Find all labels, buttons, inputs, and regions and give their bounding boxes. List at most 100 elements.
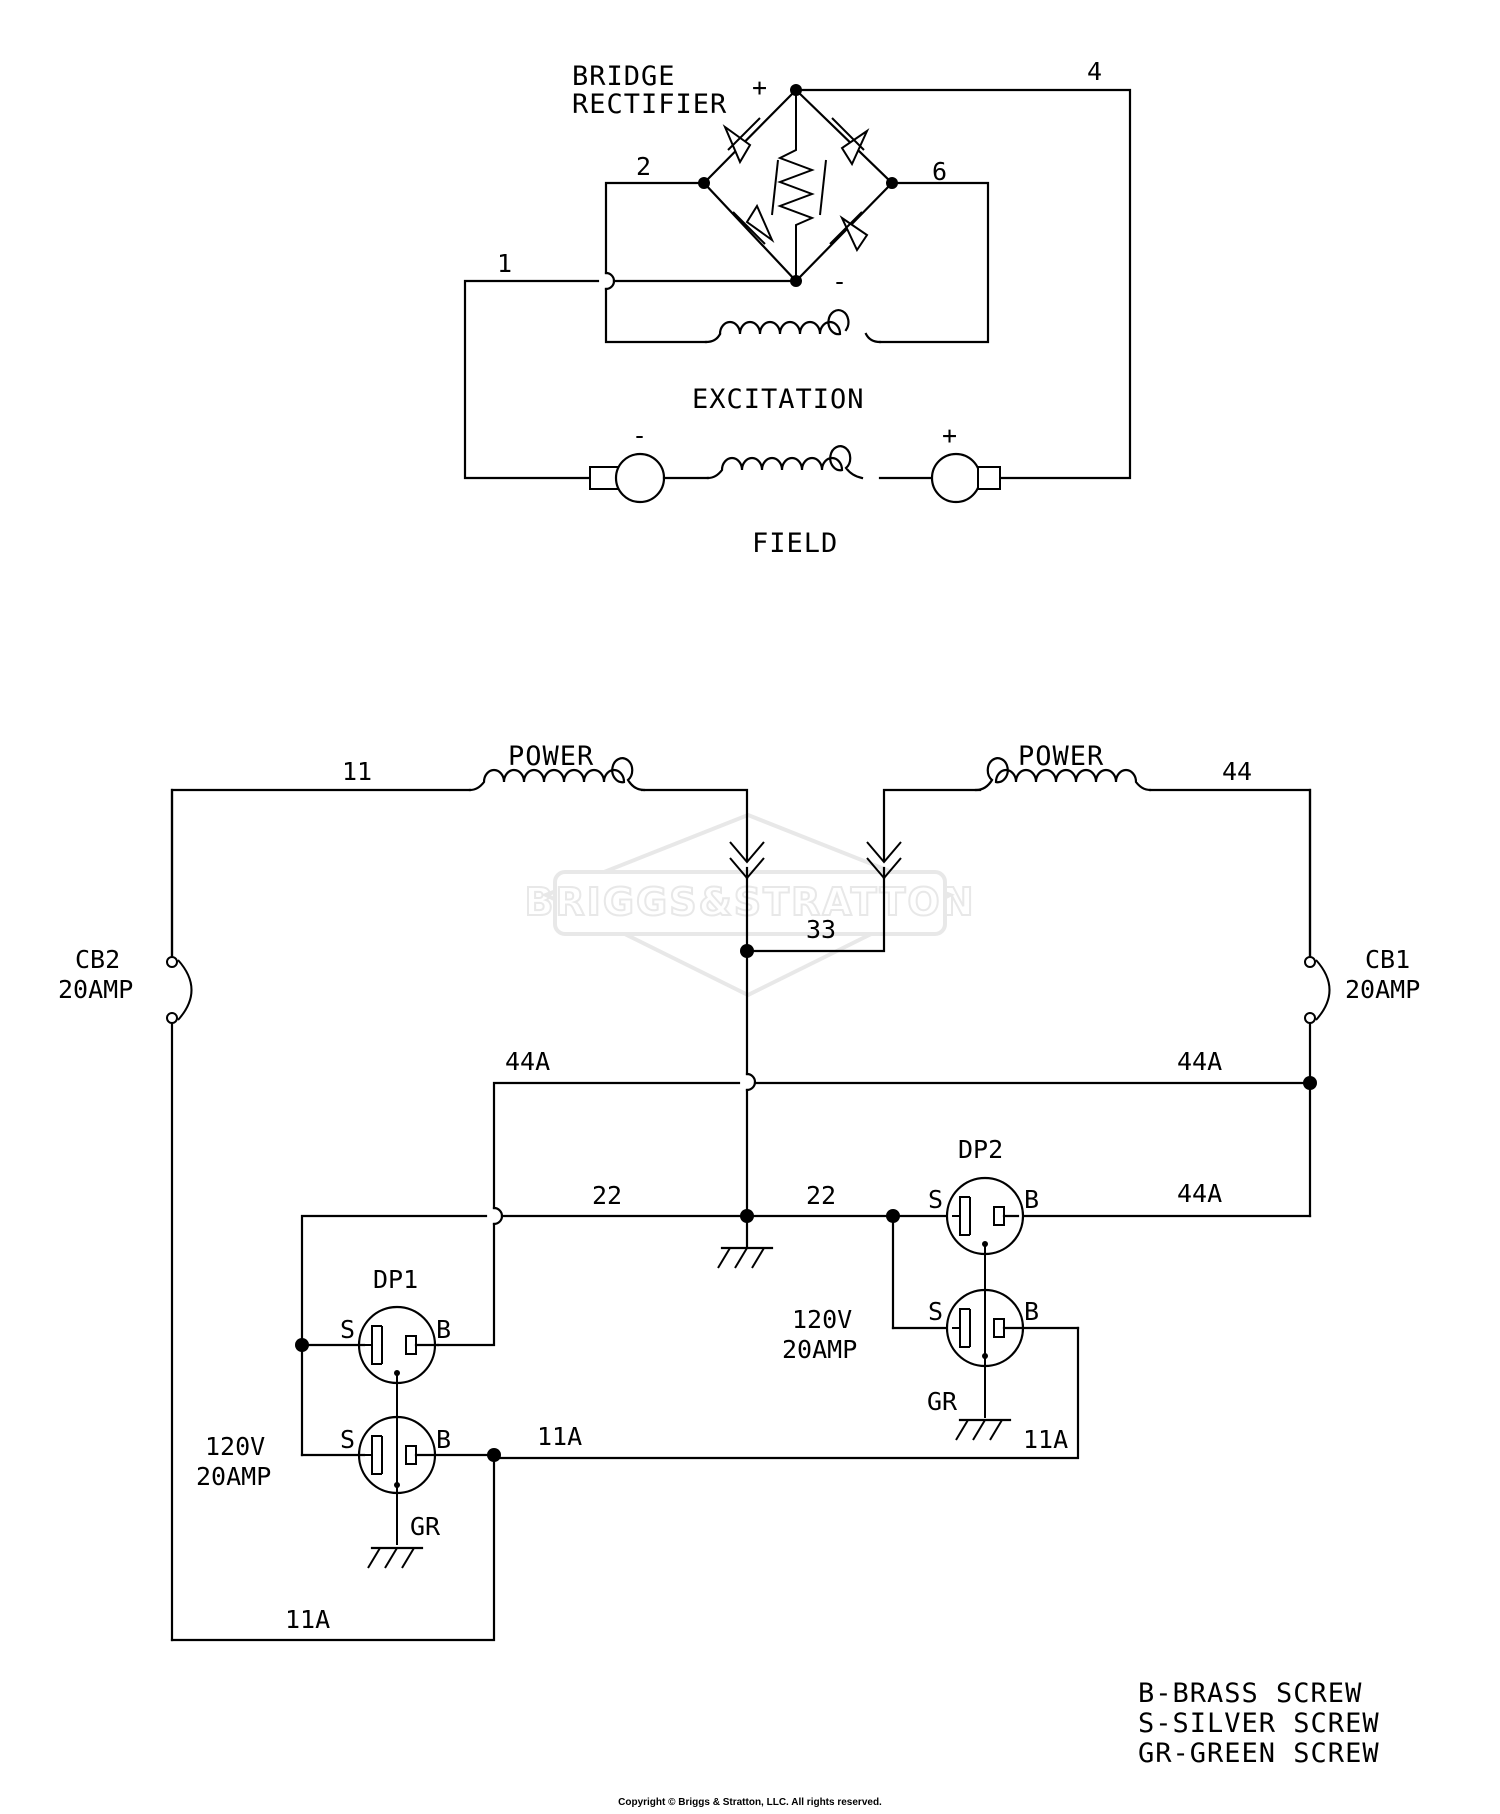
slip-ring-left bbox=[614, 452, 666, 504]
dp2-rating-line1: 120V bbox=[792, 1305, 852, 1334]
diode-lower-left bbox=[732, 203, 775, 245]
wire-2-lower bbox=[604, 287, 708, 344]
wire-11a-bottom bbox=[170, 1453, 496, 1642]
junction-dot bbox=[740, 944, 754, 958]
cb2-breaker bbox=[166, 788, 193, 1642]
wire-label-44a-dp2: 44A bbox=[1177, 1179, 1222, 1208]
wire-label-33: 33 bbox=[806, 915, 836, 944]
excitation-circuit: BRIDGE RECTIFIER + - 4 2 6 1 EXCITATION … bbox=[463, 57, 1132, 559]
wire-label-44: 44 bbox=[1222, 757, 1252, 786]
junction-dot bbox=[1303, 1076, 1317, 1090]
wire-crossover bbox=[604, 271, 616, 291]
wire-label-1: 1 bbox=[497, 249, 512, 278]
slip-ring-right bbox=[930, 452, 982, 504]
cb2-name: CB2 bbox=[75, 945, 120, 974]
connector-arrow-left bbox=[729, 841, 765, 864]
dp2-s-bottom-label: S bbox=[928, 1297, 943, 1326]
wire-22-left-loop bbox=[300, 1214, 488, 1347]
dp2-b-top-label: B bbox=[1024, 1185, 1039, 1214]
power-coil-left bbox=[468, 757, 646, 792]
dp1-ground-symbol bbox=[367, 1546, 424, 1569]
field-label: FIELD bbox=[752, 528, 838, 559]
junction-dot bbox=[698, 177, 710, 189]
legend-brass-screw: B-BRASS SCREW bbox=[1138, 1678, 1362, 1709]
rectifier-minus-label: - bbox=[832, 267, 847, 296]
bridge-rectifier-title-line1: BRIDGE bbox=[572, 61, 676, 92]
ground-symbol-main bbox=[717, 1216, 774, 1269]
dp1-rating-line2: 20AMP bbox=[196, 1462, 271, 1491]
wire-label-11a-bottom: 11A bbox=[285, 1605, 330, 1634]
dp2-s-top-label: S bbox=[928, 1185, 943, 1214]
wire-2 bbox=[604, 181, 706, 275]
junction-dot bbox=[790, 84, 802, 96]
wire-label-22-right: 22 bbox=[806, 1181, 836, 1210]
wire-4 bbox=[794, 88, 1132, 480]
wire-6 bbox=[878, 181, 990, 344]
dp1-rating-line1: 120V bbox=[205, 1432, 265, 1461]
field-brush-right bbox=[977, 466, 1001, 490]
dp2-receptacle-bottom bbox=[945, 1288, 1080, 1368]
legend-silver-screw: S-SILVER SCREW bbox=[1138, 1708, 1380, 1739]
diode-upper-right bbox=[831, 117, 870, 167]
junction-dot bbox=[487, 1448, 501, 1462]
wire-label-11a-mid: 11A bbox=[537, 1422, 582, 1451]
dp2-rating-line2: 20AMP bbox=[782, 1335, 857, 1364]
wire-44-to-plug bbox=[882, 788, 982, 862]
rectifier-resistor bbox=[777, 90, 815, 281]
junction-dot bbox=[886, 177, 898, 189]
power-right-label: POWER bbox=[1018, 741, 1104, 772]
bridge-rectifier-outline bbox=[702, 88, 894, 283]
dp2-b-bottom-label: B bbox=[1024, 1297, 1039, 1326]
excitation-coil bbox=[704, 309, 882, 344]
dp1-receptacle-top bbox=[300, 1305, 440, 1385]
junction-dot bbox=[886, 1209, 900, 1223]
wire-label-6: 6 bbox=[932, 157, 947, 186]
wire-44a-left bbox=[492, 1081, 741, 1210]
cb1-breaker bbox=[1304, 788, 1331, 1218]
dp2-receptacle-top bbox=[945, 1176, 1025, 1256]
junction-dot bbox=[295, 1338, 309, 1352]
cb1-name: CB1 bbox=[1365, 945, 1410, 974]
copyright-notice: Copyright © Briggs & Stratton, LLC. All … bbox=[618, 1797, 882, 1808]
power-coil-right bbox=[974, 757, 1152, 792]
wire-44 bbox=[1148, 788, 1312, 962]
dp2-gr-label: GR bbox=[927, 1387, 958, 1416]
cb1-rating: 20AMP bbox=[1345, 975, 1420, 1004]
diode-upper-left bbox=[722, 117, 761, 165]
dp1-gr-label: GR bbox=[410, 1512, 441, 1541]
wire-label-22-left: 22 bbox=[592, 1181, 622, 1210]
wire-label-11a-dp2: 11A bbox=[1023, 1425, 1068, 1454]
excitation-label: EXCITATION bbox=[692, 384, 865, 415]
cb2-rating: 20AMP bbox=[58, 975, 133, 1004]
power-circuit: POWER POWER 11 44 33 CB2 20AMP CB1 20AMP… bbox=[58, 741, 1420, 1642]
rectifier-plus-label: + bbox=[752, 73, 767, 102]
wire-label-4: 4 bbox=[1087, 57, 1102, 86]
field-minus-label: - bbox=[632, 421, 647, 450]
watermark-text: BRIGGS&STRATTON bbox=[524, 880, 975, 924]
connector-arrow-right bbox=[866, 841, 902, 864]
wire-44a-to-dp1 bbox=[436, 1222, 496, 1347]
field-plus-label: + bbox=[942, 421, 957, 450]
wire-1 bbox=[463, 279, 600, 480]
dp1-s-top-label: S bbox=[340, 1315, 355, 1344]
dp1-s-bottom-label: S bbox=[340, 1425, 355, 1454]
wire-label-44a-right: 44A bbox=[1177, 1047, 1222, 1076]
wire-label-44a-left: 44A bbox=[505, 1047, 550, 1076]
screw-legend: B-BRASS SCREW S-SILVER SCREW GR-GREEN SC… bbox=[1138, 1678, 1380, 1769]
wire-11a-dp2 bbox=[492, 1326, 1080, 1460]
dp1-b-bottom-label: B bbox=[436, 1425, 451, 1454]
wire-label-11: 11 bbox=[342, 757, 372, 786]
legend-green-screw: GR-GREEN SCREW bbox=[1138, 1738, 1380, 1769]
junction-dot bbox=[790, 275, 802, 287]
wire-33 bbox=[745, 876, 886, 953]
dp1-name: DP1 bbox=[373, 1265, 418, 1294]
wire-11 bbox=[170, 788, 472, 962]
bridge-rectifier-title-line2: RECTIFIER bbox=[572, 89, 727, 120]
dp2-name: DP2 bbox=[958, 1135, 1003, 1164]
power-left-label: POWER bbox=[508, 741, 594, 772]
wire-label-2: 2 bbox=[636, 152, 651, 181]
dp2-ground-symbol bbox=[955, 1418, 1012, 1441]
junction-dot bbox=[740, 1209, 754, 1223]
field-coil bbox=[706, 445, 864, 480]
